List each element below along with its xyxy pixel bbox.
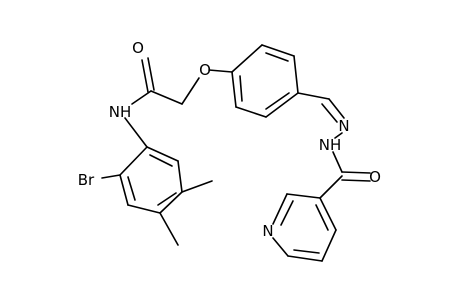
bond-ring2-e — [119, 174, 129, 206]
bond-pyr-inner-2 — [293, 249, 320, 254]
bond-ring1-a — [231, 44, 263, 73]
bond-ring2-b — [177, 160, 183, 193]
bond-amide-c-o-2 — [147, 57, 155, 91]
atom-label-o-ether: O — [199, 61, 211, 79]
bond-co-pyridine — [319, 175, 343, 199]
bond-n-ring — [124, 117, 148, 148]
bond-ring-br — [101, 174, 121, 179]
atom-label-n-pyridine: N — [262, 222, 273, 240]
atom-label-o-hydrazide: O — [369, 168, 381, 186]
bond-ring1-e — [235, 106, 267, 118]
bond-amide-c-o-1 — [141, 59, 149, 93]
bond-ring-ch — [297, 92, 330, 100]
bond-ring1-inner-3 — [239, 75, 243, 102]
bond-ring2-c — [159, 191, 183, 214]
bond-pyr-inner-3 — [315, 204, 329, 231]
bond-methyl-1 — [181, 180, 213, 193]
bond-ring1-b — [261, 44, 295, 57]
bond-pyr-inner-1 — [280, 200, 294, 226]
bond-amide-c-n — [131, 90, 152, 105]
atom-label-n-hydrazide: NH — [319, 136, 342, 154]
bond-layer — [101, 44, 371, 262]
atom-label-layer: O O NH N NH O Br N — [78, 39, 381, 240]
bond-ring1-d — [265, 92, 299, 118]
bond-pyr-c — [272, 237, 289, 257]
bond-ring2-f — [119, 146, 148, 176]
bond-ch-n-1 — [328, 98, 345, 119]
bond-amide-c-ch2 — [150, 90, 183, 105]
bond-o-ring — [208, 69, 233, 73]
atom-label-br: Br — [78, 171, 95, 189]
bond-pyr-f — [319, 197, 337, 231]
bond-nh-co — [332, 151, 343, 173]
bond-pyr-e — [321, 229, 337, 262]
atom-label-o-carbonyl: O — [132, 39, 144, 57]
bond-ring1-inner-1 — [265, 52, 289, 62]
bond-pyr-b — [272, 193, 288, 225]
bond-ring2-a — [146, 146, 179, 162]
bond-methyl-2 — [159, 212, 179, 246]
bond-ring2-inner-2 — [157, 192, 177, 206]
atom-label-n-amide: NH — [109, 103, 132, 121]
bond-ring2-inner-3 — [127, 176, 136, 201]
bond-ring1-f — [231, 71, 237, 108]
bond-ring1-c — [293, 55, 299, 94]
bond-n-nh — [334, 132, 343, 139]
bond-ring2-inner-1 — [149, 154, 173, 167]
bond-hyd-c-o-1 — [341, 171, 371, 174]
bond-ch2-o — [181, 77, 200, 105]
bond-pyr-d — [287, 255, 323, 262]
bond-hyd-c-o-2 — [341, 179, 371, 182]
bond-ring2-d — [127, 204, 161, 214]
bond-ring1-inner-2 — [265, 92, 290, 110]
atom-label-n-imine: N — [338, 117, 349, 135]
bond-pyr-a — [286, 193, 321, 199]
bond-ch-n-2 — [321, 103, 338, 123]
